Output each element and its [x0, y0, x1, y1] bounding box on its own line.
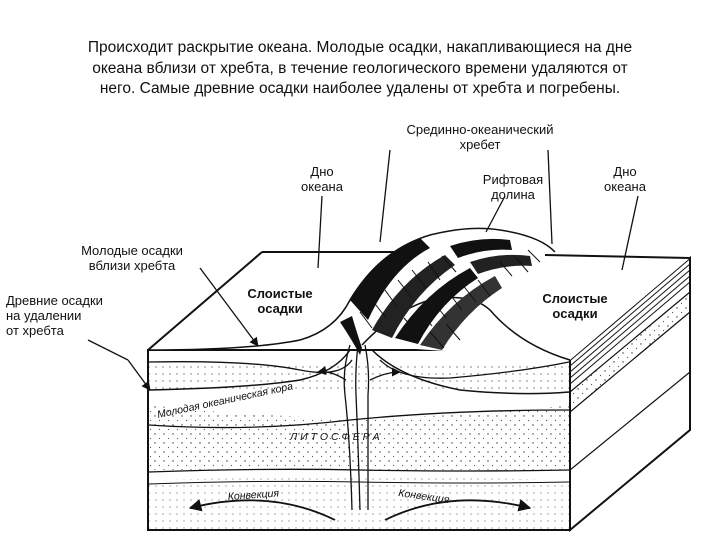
label-old-sediments: Древние осадки на удалении от хребта: [6, 293, 103, 338]
label-floor-right: Дно океана: [604, 164, 646, 194]
label-layered-sediments-left: Слоистые осадки: [247, 286, 313, 316]
block-top-surface: [147, 227, 691, 361]
block-right-face: [569, 255, 691, 533]
caption-line-2: океана вблизи от хребта, в течение геоло…: [92, 59, 628, 77]
caption-line-1: Происходит раскрытие океана. Молодые оса…: [87, 39, 633, 56]
magma-upflow: [317, 344, 401, 511]
label-floor-left: Дно океана: [301, 164, 343, 194]
convection-arrows: [188, 499, 532, 521]
label-rift-valley: Рифтовая долина: [482, 172, 544, 202]
block-front-face: [147, 349, 571, 531]
label-young-sediments: Молодые осадки вблизи хребта: [81, 243, 183, 273]
label-ridge: Срединно-океанический хребет: [406, 122, 554, 152]
lithosphere-inscription: Л И Т О С Ф Е Р А: [289, 431, 380, 443]
caption: Происходит раскрытие океана. Молодые оса…: [20, 38, 700, 100]
leader-lines: [87, 149, 639, 391]
caption-line-3: него. Самые древние осадки наиболее удал…: [99, 80, 621, 97]
label-layered-sediments-right: Слоистые осадки: [542, 291, 608, 321]
convection-left-inscription: Конвекция: [227, 487, 279, 503]
